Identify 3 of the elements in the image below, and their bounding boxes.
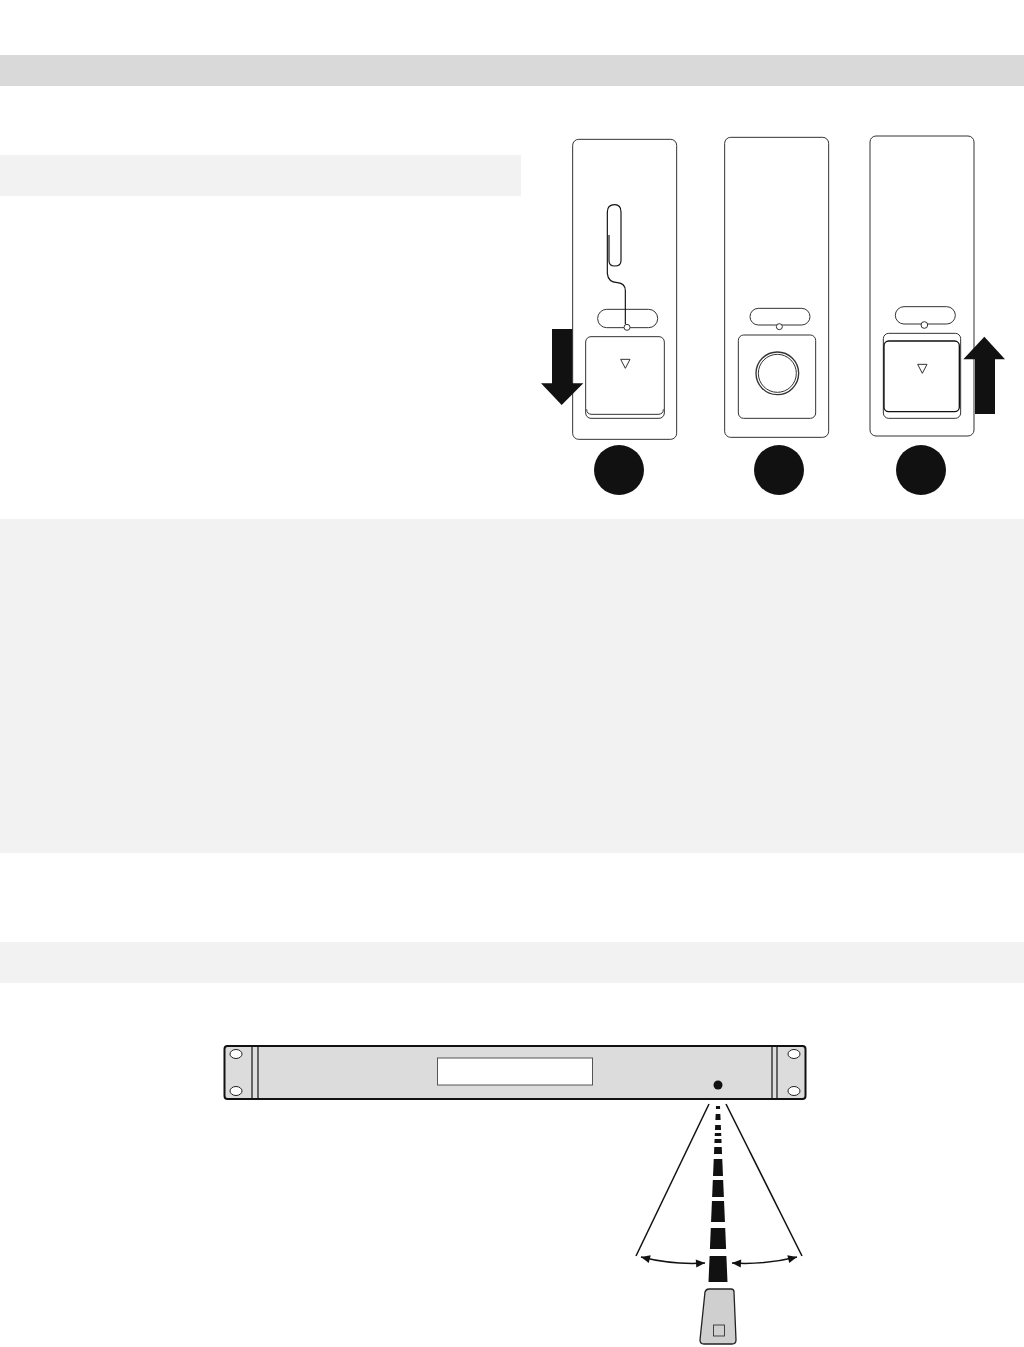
step-marker — [754, 445, 804, 495]
step-marker — [594, 445, 644, 495]
step-marker — [896, 445, 946, 495]
